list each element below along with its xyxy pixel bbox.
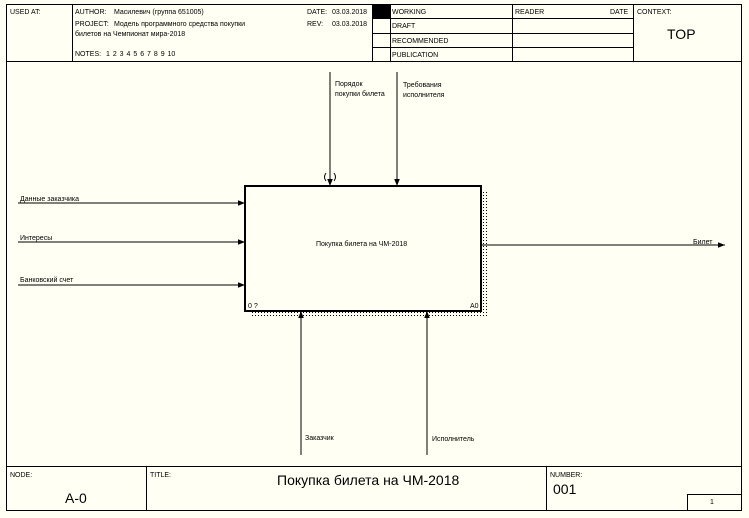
control-label-purchase-order-line2: покупки билета [335, 91, 385, 98]
project-value-line1: Модель программного средства покупки [114, 21, 246, 28]
project-label: PROJECT: [75, 21, 109, 28]
header-divider [372, 4, 373, 61]
mechanism-label-executor: Исполнитель [432, 436, 475, 443]
notes-value: 1 2 3 4 5 6 7 8 9 10 [106, 51, 176, 58]
date-value: 03.03.2018 [332, 9, 368, 16]
used-at-label: USED AT: [10, 9, 41, 16]
rev-value: 03.03.2018 [332, 21, 368, 28]
status-publication: PUBLICATION [392, 52, 439, 59]
header-divider [633, 4, 634, 61]
node-label: NODE: [10, 472, 33, 479]
control-label-purchase-order-line1: Порядок [335, 81, 363, 88]
footer-top-border [6, 466, 742, 467]
date-label: DATE: [307, 9, 328, 16]
activity-cost: 0 ? [248, 303, 258, 310]
activity-label: Покупка билета на ЧМ-2018 [316, 241, 408, 248]
number-label: NUMBER: [550, 472, 583, 479]
page-number: 1 [710, 499, 714, 506]
status-draft: DRAFT [392, 23, 416, 30]
footer-divider [146, 466, 147, 511]
header-divider [72, 4, 73, 61]
context-value: TOP [667, 26, 696, 42]
status-row-line [372, 33, 633, 34]
diagram-frame [6, 4, 742, 511]
header-bottom-border [6, 61, 742, 62]
status-working: WORKING [392, 9, 427, 16]
status-recommended: RECOMMENDED [392, 38, 449, 45]
context-label: CONTEXT: [637, 9, 672, 16]
control-label-requirements-line2: исполнителя [403, 92, 445, 99]
input-label-customer-data: Данные заказчика [20, 196, 80, 203]
header-divider [512, 4, 513, 61]
page-number-box [687, 494, 742, 511]
mechanism-label-customer: Заказчик [305, 435, 334, 442]
header-divider [390, 4, 391, 61]
project-value-line2: билетов на Чемпионат мира-2018 [75, 31, 186, 38]
status-row-line [372, 47, 633, 48]
tunnel-mark-right [333, 172, 336, 182]
reader-label: READER [515, 9, 545, 16]
author-value: Масилевич (группа 651005) [114, 9, 204, 16]
reader-date-label: DATE [610, 9, 629, 16]
input-label-interests: Интересы [20, 235, 53, 242]
working-status-marker [373, 5, 390, 18]
activity-number: A0 [470, 303, 479, 310]
author-label: AUTHOR: [75, 9, 107, 16]
rev-label: REV: [307, 21, 324, 28]
title-label: TITLE: [150, 472, 172, 479]
notes-label: NOTES: [75, 51, 102, 58]
diagram-title: Покупка билета на ЧМ-2018 [277, 472, 460, 488]
activity-box[interactable] [244, 185, 482, 312]
footer-divider [546, 466, 547, 511]
input-label-bank-account: Банковский счет [20, 277, 74, 284]
status-row-line [372, 18, 633, 19]
output-label-ticket: Билет [693, 239, 713, 246]
number-value: 001 [553, 481, 577, 497]
tunnel-mark-left [324, 172, 327, 182]
node-value: A-0 [65, 490, 87, 506]
control-label-requirements-line1: Требования [403, 82, 442, 89]
